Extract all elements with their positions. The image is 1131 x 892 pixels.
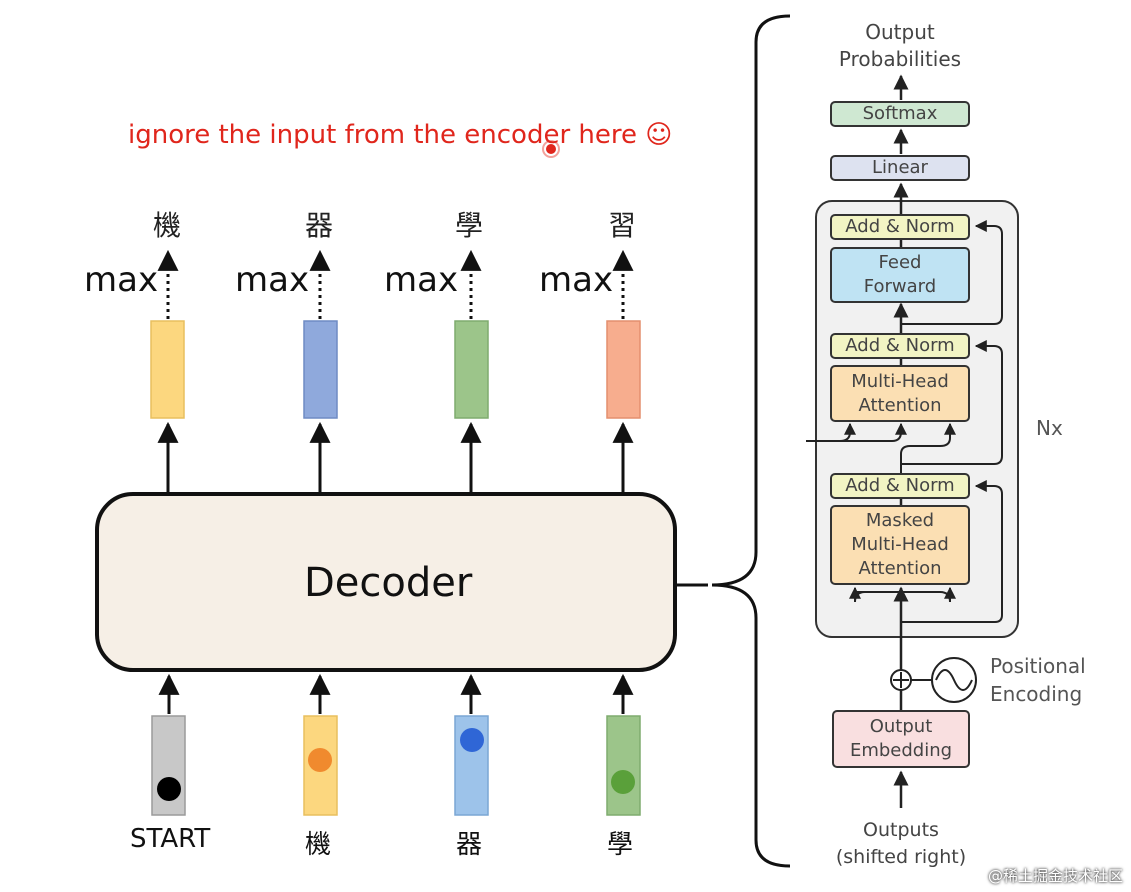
- curly-brace: [711, 14, 791, 868]
- output-vector-3: [454, 320, 489, 419]
- softmax-block: [830, 101, 970, 127]
- feed-forward-line-2: Forward: [863, 276, 937, 297]
- encoder-note: ignore the input from the encoder here ☺: [128, 120, 673, 150]
- input-dot-3: [460, 728, 484, 752]
- watermark: @稀土掘金技术社区: [987, 867, 1123, 885]
- outputs-line-2: (shifted right): [835, 846, 967, 868]
- add-norm-label-2: Add & Norm: [845, 335, 955, 356]
- output-probabilities-label: Output Probabilities: [820, 18, 980, 74]
- decoder-box: [95, 492, 677, 672]
- decoder-label: Decoder: [304, 560, 473, 606]
- input-token-2: 機: [305, 830, 332, 860]
- add-norm-block-1: [830, 473, 970, 499]
- output-probabilities-line-2: Probabilities: [838, 47, 962, 71]
- positional-encoding-label: Positional Encoding: [990, 652, 1086, 708]
- mha-line-1: Multi-Head: [851, 370, 949, 392]
- masked-attention-block: [830, 505, 970, 585]
- sine-wave-path: [935, 669, 973, 691]
- add-norm-block-2: [830, 333, 970, 359]
- mha-line-2: Attention: [858, 394, 942, 416]
- residual-2: [901, 340, 1003, 465]
- output-vector-4: [606, 320, 641, 419]
- multi-head-attention-label: Multi-Head Attention: [831, 366, 969, 421]
- output-probabilities-line-1: Output: [865, 20, 935, 44]
- input-dot-4: [611, 770, 635, 794]
- output-vector-1: [150, 320, 185, 419]
- positional-line-2: Encoding: [990, 682, 1083, 706]
- encoder-input-lines-2: [830, 422, 907, 442]
- nx-label: Nx: [1036, 416, 1063, 440]
- input-dot-start: [157, 777, 181, 801]
- output-embedding-label: Output Embedding: [833, 711, 969, 767]
- masked-attention-label: Masked Multi-Head Attention: [831, 506, 969, 584]
- input-token-start: START: [130, 824, 211, 854]
- max-label-2: max: [235, 260, 310, 300]
- multi-head-attention-block: [830, 365, 970, 422]
- input-token-4: 學: [607, 830, 634, 860]
- embedding-line-2: Embedding: [849, 740, 953, 761]
- cursor-dot-ring: [542, 140, 560, 158]
- masked-line-2: Multi-Head: [851, 534, 949, 555]
- input-vector-4: [606, 715, 641, 816]
- output-vector-2: [303, 320, 338, 419]
- flow-to-mha: [900, 422, 956, 474]
- masked-line-3: Attention: [858, 558, 942, 579]
- positional-line-1: Positional: [990, 654, 1086, 678]
- output-token-1: 機: [153, 209, 182, 242]
- residual-1: [901, 480, 1003, 623]
- feed-forward-line-1: Feed: [878, 252, 922, 273]
- softmax-label: Softmax: [862, 103, 938, 124]
- output-embedding-block: [832, 710, 970, 768]
- add-norm-label-3: Add & Norm: [845, 216, 955, 237]
- input-dot-2: [308, 748, 332, 772]
- cursor-dot: [546, 144, 556, 154]
- output-token-3: 學: [455, 209, 484, 242]
- output-token-4: 習: [608, 209, 637, 242]
- residual-3: [901, 220, 1003, 325]
- outputs-shifted-label: Outputs (shifted right): [820, 816, 982, 872]
- feed-forward-label: Feed Forward: [831, 248, 969, 302]
- input-token-3: 器: [456, 830, 483, 860]
- feed-forward-block: [830, 247, 970, 303]
- embedding-line-1: Output: [869, 716, 933, 737]
- max-label-4: max: [539, 260, 614, 300]
- linear-label: Linear: [872, 157, 928, 178]
- outputs-line-1: Outputs: [863, 819, 939, 841]
- masked-line-1: Masked: [865, 510, 935, 531]
- max-label-1: max: [84, 260, 159, 300]
- output-token-2: 器: [305, 209, 334, 242]
- add-norm-label-1: Add & Norm: [845, 475, 955, 496]
- add-norm-block-3: [830, 214, 970, 240]
- linear-block: [830, 155, 970, 181]
- max-label-3: max: [384, 260, 459, 300]
